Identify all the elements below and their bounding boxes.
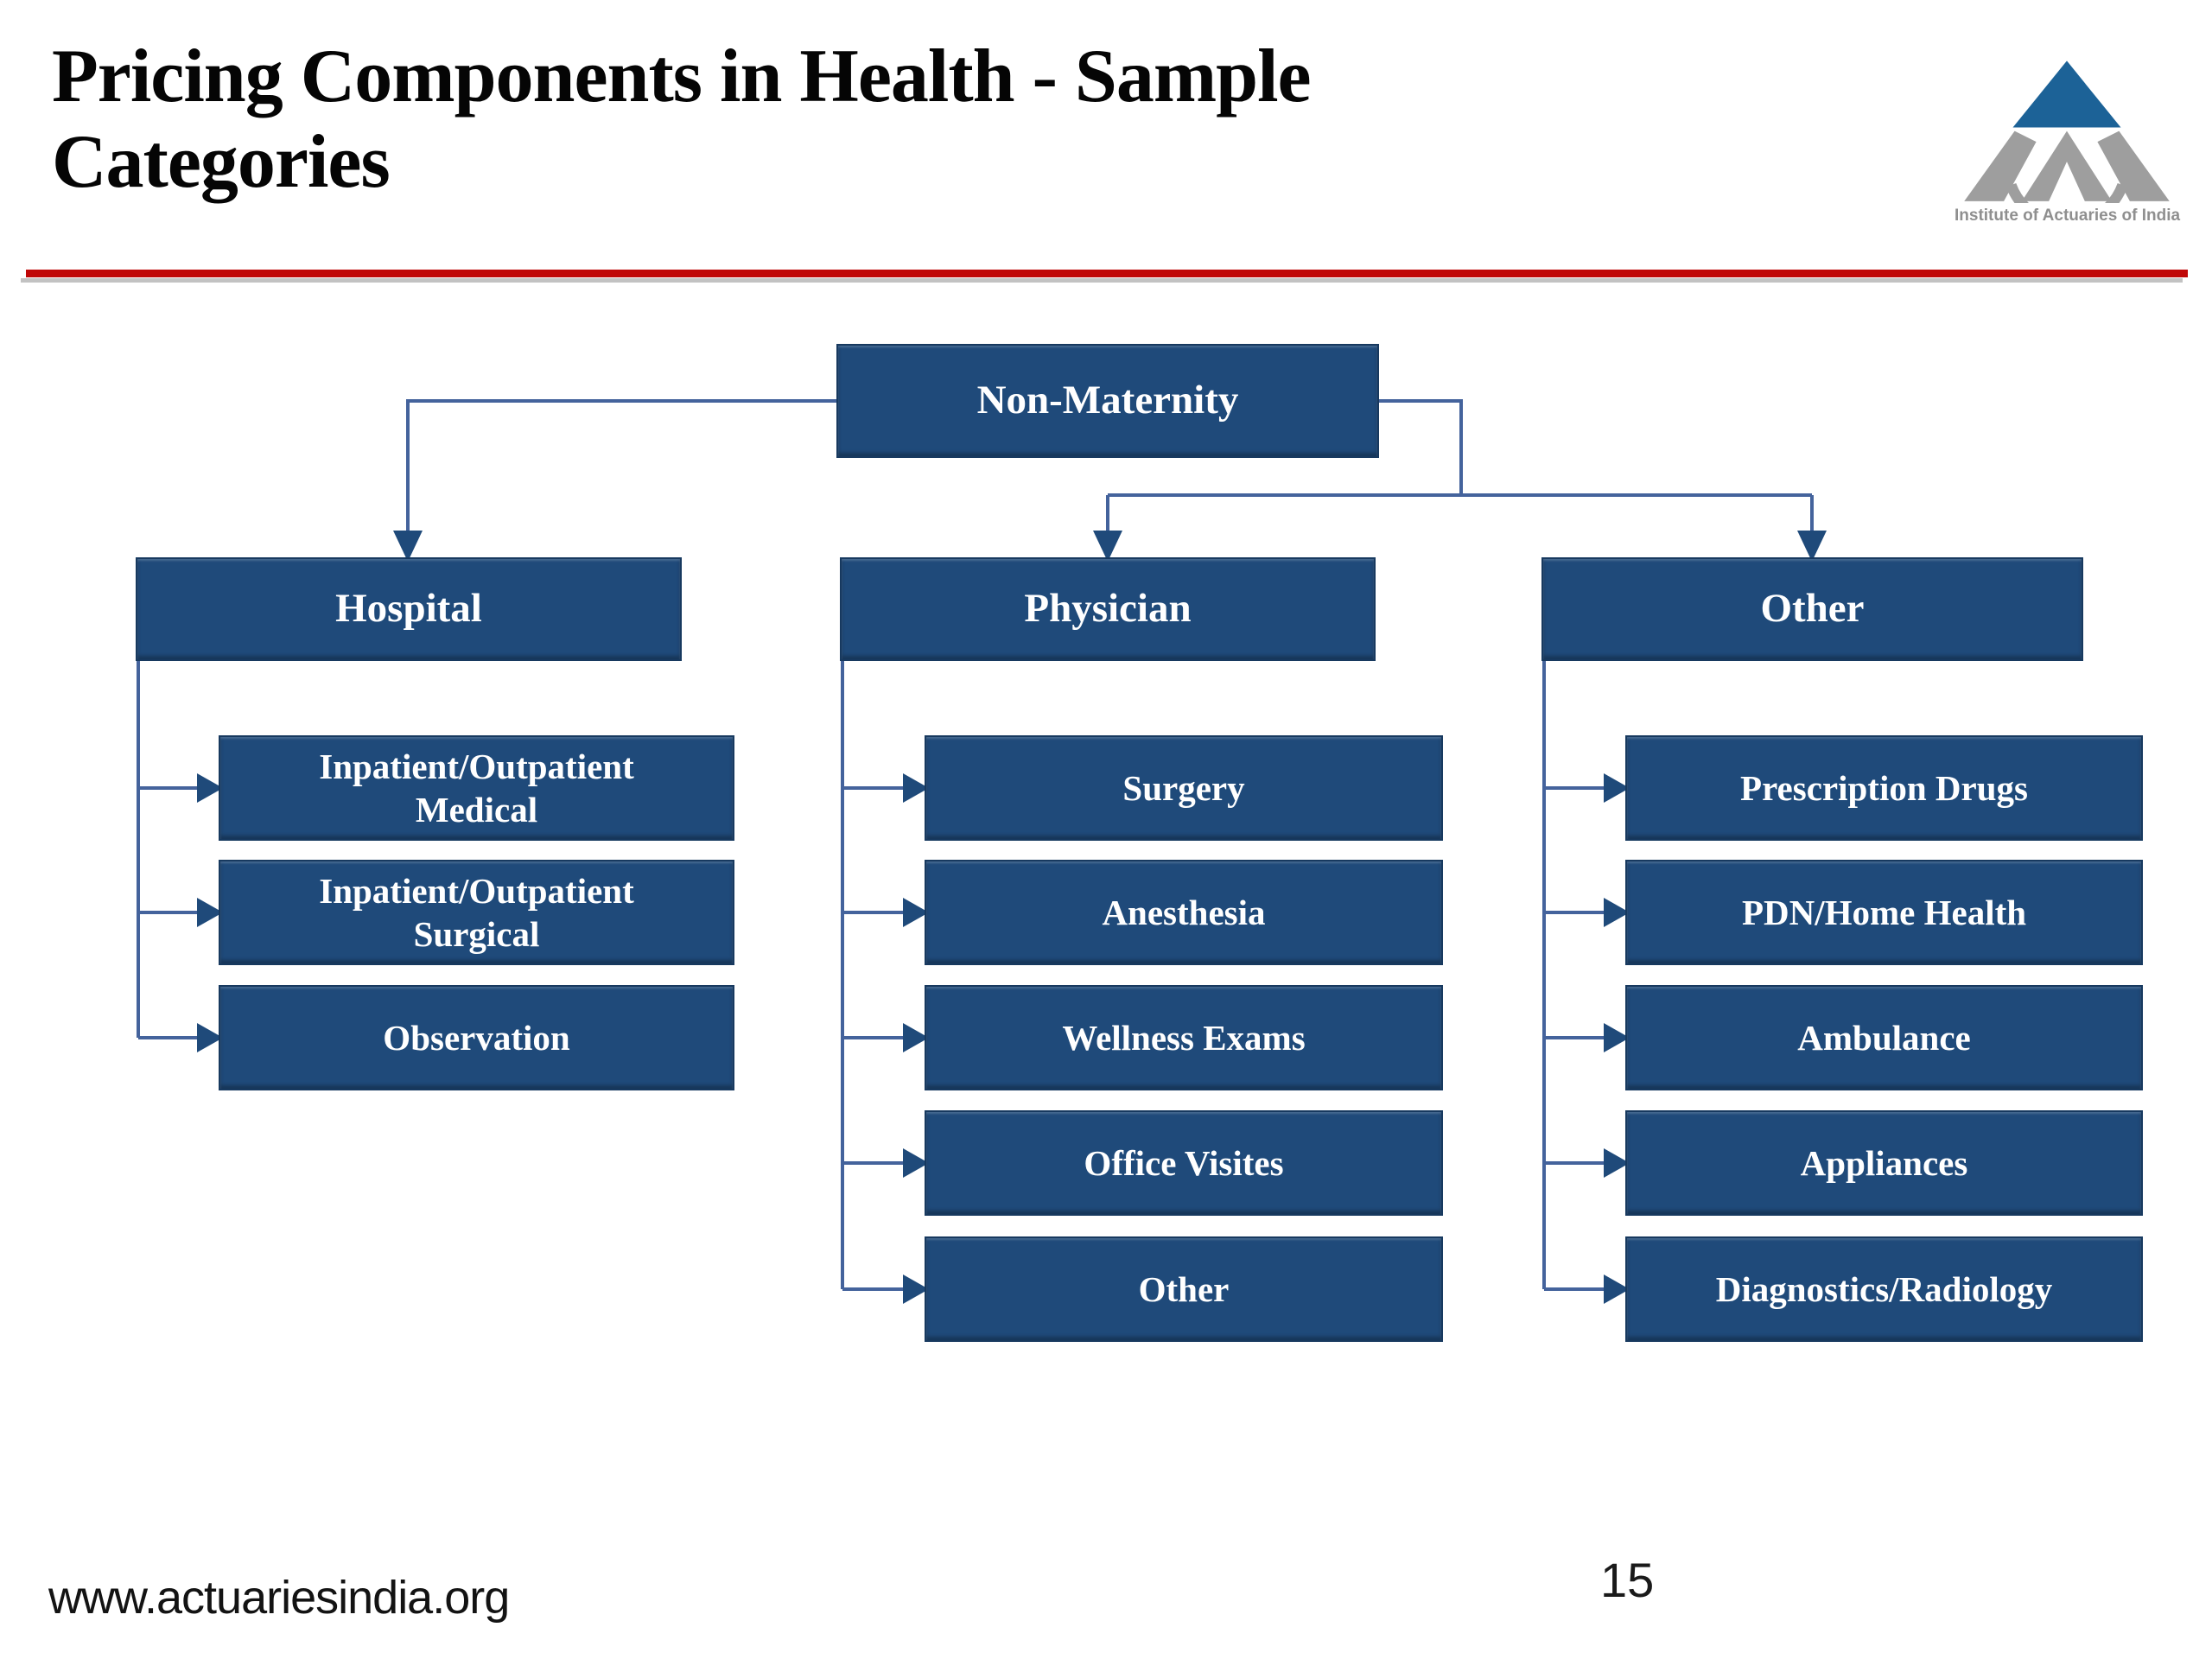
node-label: Anesthesia [1102, 892, 1266, 932]
node-label: Inpatient/Outpatient Surgical [319, 870, 634, 954]
footer-page-number: 15 [1600, 1553, 1655, 1607]
node-label: Observation [383, 1017, 570, 1058]
node-wellness-exams: Wellness Exams [925, 985, 1443, 1090]
node-prescription-drugs: Prescription Drugs [1625, 735, 2143, 841]
institute-logo-icon [1964, 60, 2170, 203]
institute-logo-caption: Institute of Actuaries of India [1955, 207, 2181, 225]
node-anesthesia: Anesthesia [925, 860, 1443, 965]
node-inpatient-outpatient-medical: Inpatient/Outpatient Medical [219, 735, 734, 841]
node-hospital: Hospital [136, 557, 682, 661]
title-rule [26, 270, 2188, 277]
node-label: Diagnostics/Radiology [1715, 1268, 2053, 1309]
arrowheads [197, 531, 1827, 1304]
node-label: Office Visites [1084, 1142, 1284, 1183]
node-other: Other [1541, 557, 2083, 661]
node-pdn-home-health: PDN/Home Health [1625, 860, 2143, 965]
node-label: Prescription Drugs [1740, 767, 2028, 808]
node-label: Ambulance [1797, 1017, 1971, 1058]
institute-logo: Institute of Actuaries of India [1955, 52, 2181, 226]
node-label: Appliances [1800, 1142, 1968, 1183]
node-physician-other: Other [925, 1236, 1443, 1342]
title-rule-shadow [21, 278, 2183, 283]
footer-website: www.actuariesindia.org [48, 1572, 510, 1624]
node-label: Wellness Exams [1062, 1017, 1306, 1058]
slide-title: Pricing Components in Health - Sample Ca… [52, 35, 1312, 204]
node-non-maternity: Non-Maternity [836, 344, 1379, 458]
node-diagnostics-radiology: Diagnostics/Radiology [1625, 1236, 2143, 1342]
node-surgery: Surgery [925, 735, 1443, 841]
node-physician: Physician [840, 557, 1376, 661]
node-label: Hospital [335, 586, 482, 632]
node-label: Other [1138, 1268, 1230, 1309]
node-label: PDN/Home Health [1741, 892, 2027, 932]
node-office-visites: Office Visites [925, 1110, 1443, 1216]
node-label: Inpatient/Outpatient Medical [319, 746, 634, 830]
node-observation: Observation [219, 985, 734, 1090]
node-label: Physician [1024, 586, 1192, 632]
node-label: Non-Maternity [976, 378, 1239, 423]
node-label: Other [1760, 586, 1865, 632]
node-ambulance: Ambulance [1625, 985, 2143, 1090]
node-appliances: Appliances [1625, 1110, 2143, 1216]
node-label: Surgery [1122, 767, 1245, 808]
node-inpatient-outpatient-surgical: Inpatient/Outpatient Surgical [219, 860, 734, 965]
